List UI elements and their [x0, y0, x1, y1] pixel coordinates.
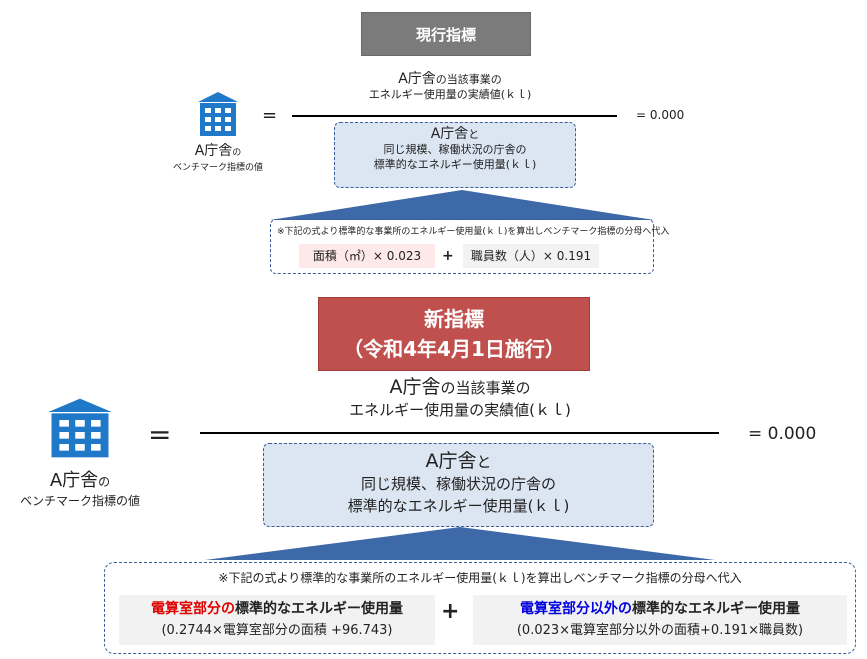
new-denominator-main: A庁舎: [425, 450, 477, 472]
current-denominator-main: A庁舎: [430, 126, 469, 142]
new-left-label-sub: ベンチマーク指標の値: [19, 494, 140, 508]
new-denominator-line3: 標準的なエネルギー使用量(ｋｌ): [347, 497, 570, 515]
new-numerator: A庁舎の当該事業の エネルギー使用量の実績値(ｋｌ): [300, 376, 620, 421]
new-formula-box: ※下記の式より標準的な事業所のエネルギー使用量(ｋｌ)を算出しベンチマーク指標の…: [104, 562, 856, 654]
current-indicator-header: 現行指標: [361, 12, 531, 56]
new-term2-blue: 電算室部分以外の: [520, 601, 632, 617]
new-equals: =: [148, 418, 172, 451]
new-term-non-server-room: 電算室部分以外の標準的なエネルギー使用量 (0.023×電算室部分以外の面積+0…: [473, 595, 847, 645]
current-left-label-small: の: [232, 148, 242, 158]
new-numerator-small: の当該事業の: [440, 379, 531, 397]
current-numerator-main: A庁舎: [398, 71, 436, 87]
building-icon: [198, 92, 238, 136]
current-pointer-triangle: [270, 190, 654, 220]
current-left-label-main: A庁舎: [194, 143, 233, 159]
new-numerator-line2: エネルギー使用量の実績値(ｋｌ): [349, 401, 571, 419]
new-left-label-main: A庁舎: [49, 470, 99, 491]
current-denominator-line3: 標準的なエネルギー使用量(ｋｌ): [373, 158, 537, 171]
new-plus: +: [441, 599, 460, 624]
new-indicator-header-line2: （令和4年4月1日施行）: [343, 337, 565, 361]
new-term1-formula: (0.2744×電算室部分の面積 +96.743): [161, 623, 393, 638]
new-term2-rest: 標準的なエネルギー使用量: [632, 601, 800, 617]
new-left-label: A庁舎の ベンチマーク指標の値: [10, 466, 150, 509]
current-formula-box: ※下記の式より標準的な事業所のエネルギー使用量(ｋｌ)を算出しベンチマーク指標の…: [270, 219, 669, 274]
new-term-server-room: 電算室部分の標準的なエネルギー使用量 (0.2744×電算室部分の面積 +96.…: [119, 595, 435, 645]
current-numerator: A庁舎の当該事業の エネルギー使用量の実績値(ｋｌ): [340, 72, 560, 102]
new-result: = 0.000: [748, 424, 817, 444]
current-formula-note: ※下記の式より標準的な事業所のエネルギー使用量(ｋｌ)を算出しベンチマーク指標の…: [277, 227, 670, 237]
current-result: = 0.000: [636, 108, 685, 122]
current-plus: +: [442, 248, 454, 264]
new-pointer-triangle: [205, 527, 715, 560]
current-left-label-sub: ベンチマーク指標の値: [172, 163, 263, 173]
new-denominator-line2: 同じ規模、稼働状況の庁舎の: [360, 475, 556, 493]
current-denominator-small: と: [468, 128, 480, 141]
new-formula-note: ※下記の式より標準的な事業所のエネルギー使用量(ｋｌ)を算出しベンチマーク指標の…: [218, 571, 742, 585]
new-term2-formula: (0.023×電算室部分以外の面積+0.191×職員数): [516, 623, 804, 638]
new-indicator-header: 新指標 （令和4年4月1日施行）: [318, 297, 590, 371]
new-left-label-small: の: [98, 475, 111, 489]
new-denominator-small: と: [476, 453, 492, 471]
new-term1-red: 電算室部分の: [151, 601, 235, 617]
building-icon: [48, 398, 112, 458]
current-denominator-line2: 同じ規模、稼働状況の庁舎の: [383, 143, 527, 156]
new-denominator-box: A庁舎と 同じ規模、稼働状況の庁舎の 標準的なエネルギー使用量(ｋｌ): [263, 443, 654, 527]
current-indicator-header-label: 現行指標: [415, 25, 476, 44]
current-term-staff: 職員数（人）× 0.191: [463, 244, 599, 268]
new-numerator-main: A庁舎: [389, 376, 441, 398]
current-fraction-line: [292, 115, 617, 117]
new-fraction-line: [200, 432, 719, 434]
current-equals: =: [262, 105, 278, 126]
current-numerator-small: の当該事業の: [435, 73, 502, 86]
current-left-label: A庁舎の ベンチマーク指標の値: [170, 140, 266, 173]
new-term1-rest: 標準的なエネルギー使用量: [235, 601, 403, 617]
current-numerator-line2: エネルギー使用量の実績値(ｋｌ): [368, 88, 532, 101]
new-indicator-header-line1: 新指標: [424, 307, 484, 331]
current-denominator-box: A庁舎と 同じ規模、稼働状況の庁舎の 標準的なエネルギー使用量(ｋｌ): [334, 122, 576, 188]
current-term-area: 面積（㎡）× 0.023: [299, 244, 435, 268]
